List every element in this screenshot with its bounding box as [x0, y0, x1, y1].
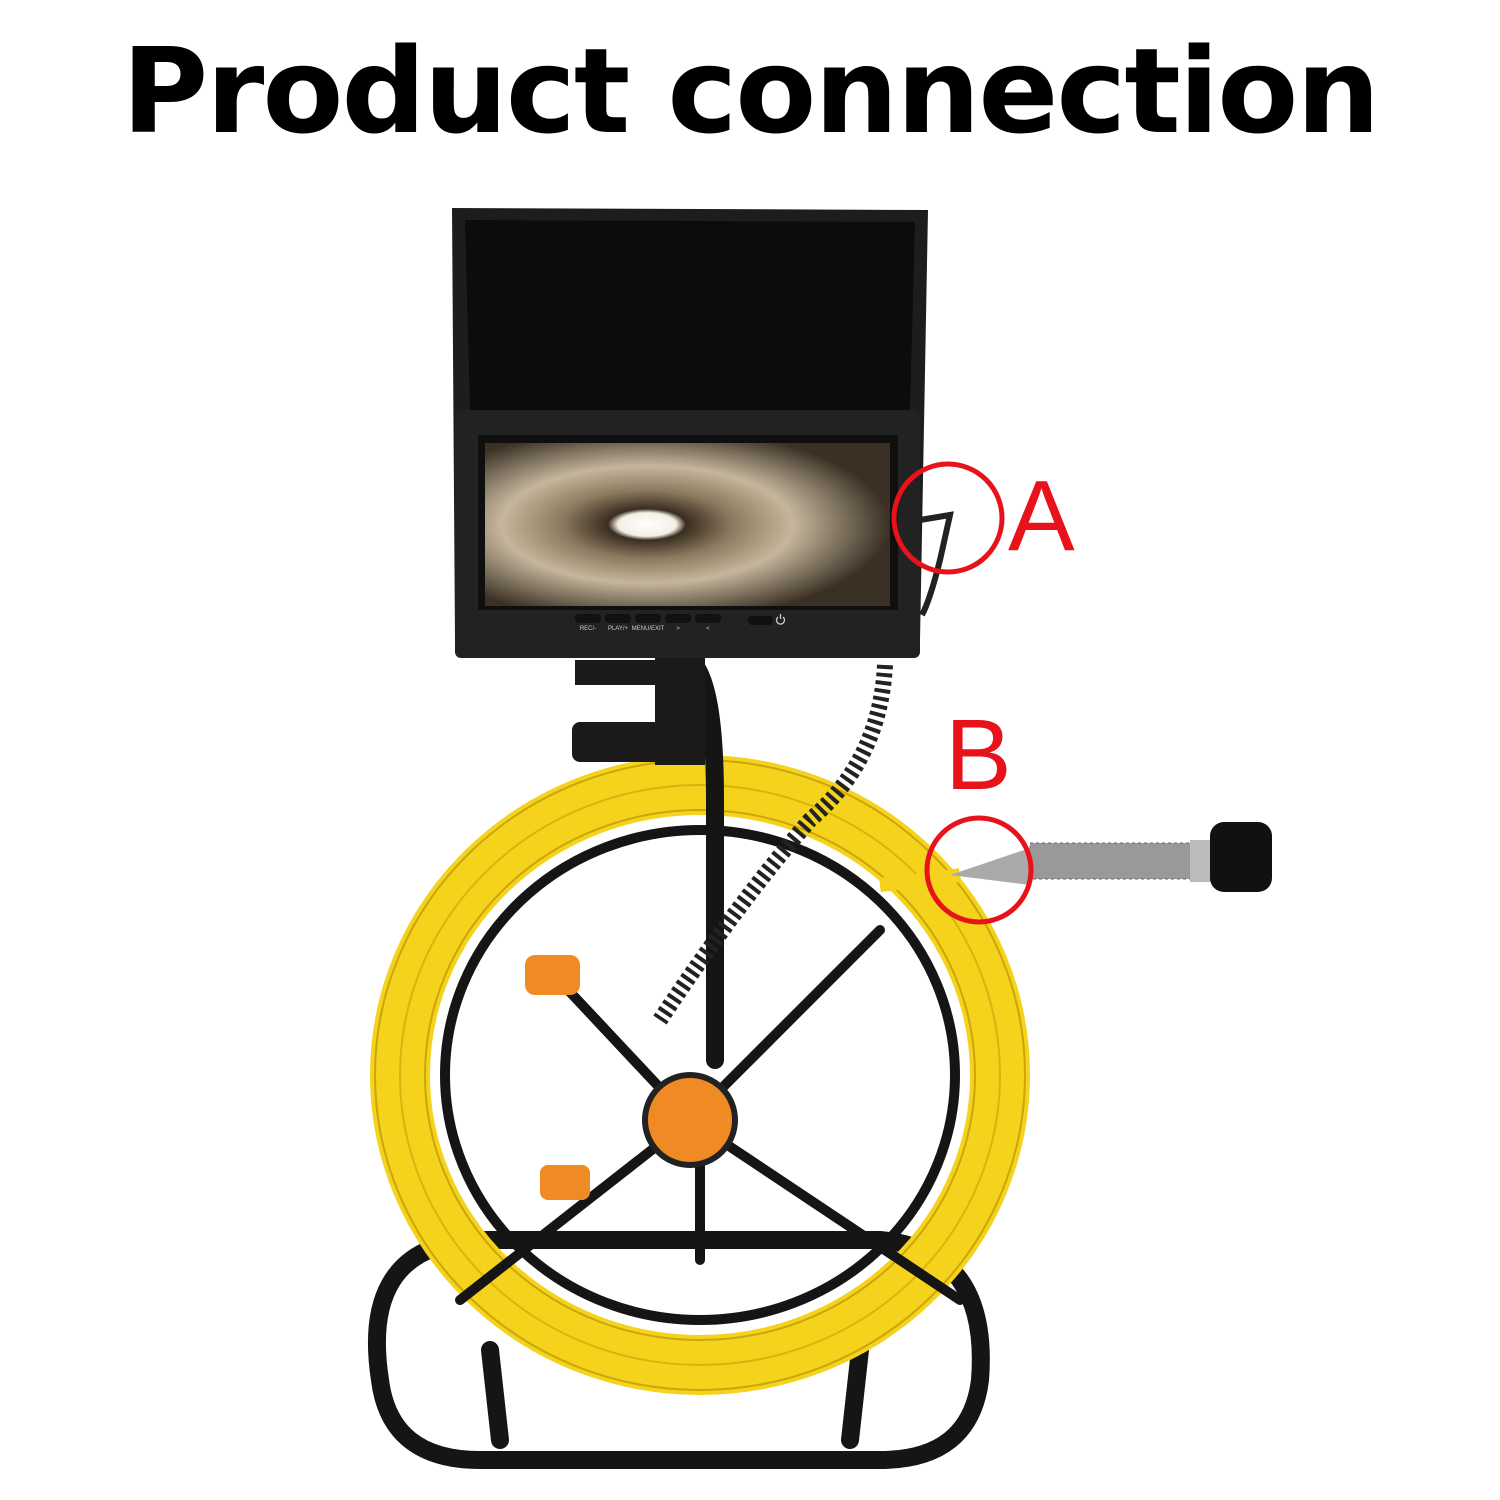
power-button[interactable] — [748, 616, 773, 625]
button-label: > — [676, 626, 680, 632]
monitor-screen — [485, 443, 890, 606]
prev-button[interactable] — [695, 614, 721, 623]
button-label: MENU/EXIT — [632, 626, 665, 632]
callout-circle-b — [924, 815, 1034, 925]
button-label: PLAY/+ — [608, 626, 629, 632]
callout-label-a: A — [1008, 460, 1075, 572]
callout-label-b: B — [945, 699, 1012, 811]
reel-spokes — [440, 651, 965, 1325]
reel-hub — [642, 1072, 738, 1168]
callout-circle-a — [891, 461, 1005, 575]
camera-head — [879, 822, 1272, 892]
button-label: < — [706, 626, 710, 632]
power-icon — [775, 614, 786, 625]
page-title: Product connection — [121, 22, 1381, 160]
button-label: REC/- — [580, 626, 596, 632]
cable-clip — [525, 955, 580, 995]
play-button[interactable] — [605, 614, 631, 623]
next-button[interactable] — [665, 614, 691, 623]
coiled-cable — [653, 664, 893, 1025]
monitor-buttons: REC/- PLAY/+ MENU/EXIT > < — [575, 614, 786, 632]
monitor — [452, 208, 954, 658]
cable-clip — [540, 1165, 590, 1200]
reel-frame — [367, 1231, 990, 1469]
monitor-cable — [919, 511, 954, 617]
cable-coil — [370, 755, 1030, 1395]
rec-button[interactable] — [575, 614, 601, 623]
menu-exit-button[interactable] — [635, 614, 661, 623]
